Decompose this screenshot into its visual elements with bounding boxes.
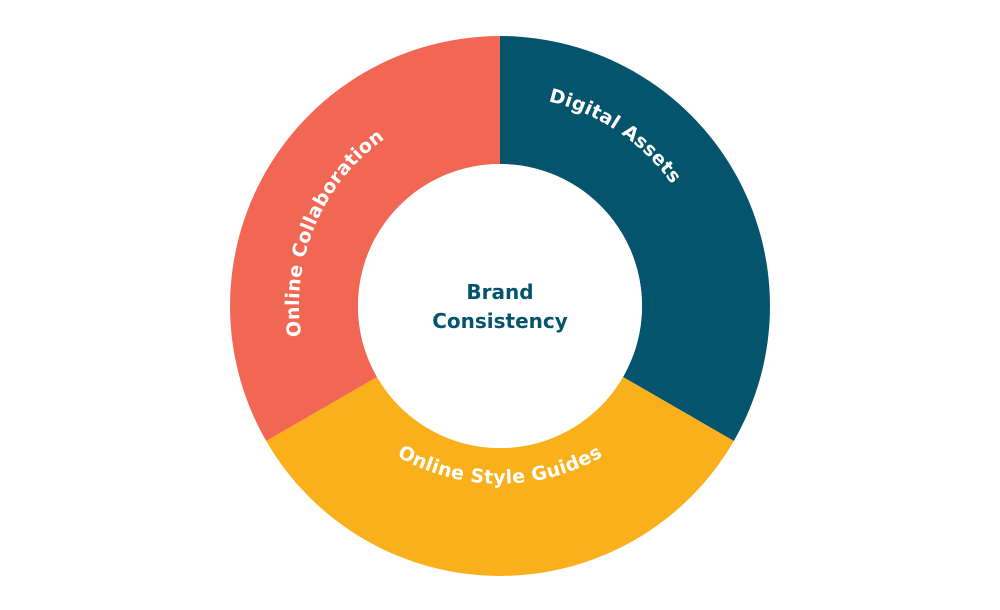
center-title-line2: Consistency xyxy=(432,309,568,333)
center-title: Brand Consistency xyxy=(400,278,600,336)
segment-online-style-guides xyxy=(266,377,734,576)
segment-digital-assets xyxy=(500,36,770,441)
center-circle xyxy=(358,164,642,448)
segment-online-collaboration xyxy=(230,36,500,441)
center-title-line1: Brand xyxy=(466,280,534,304)
